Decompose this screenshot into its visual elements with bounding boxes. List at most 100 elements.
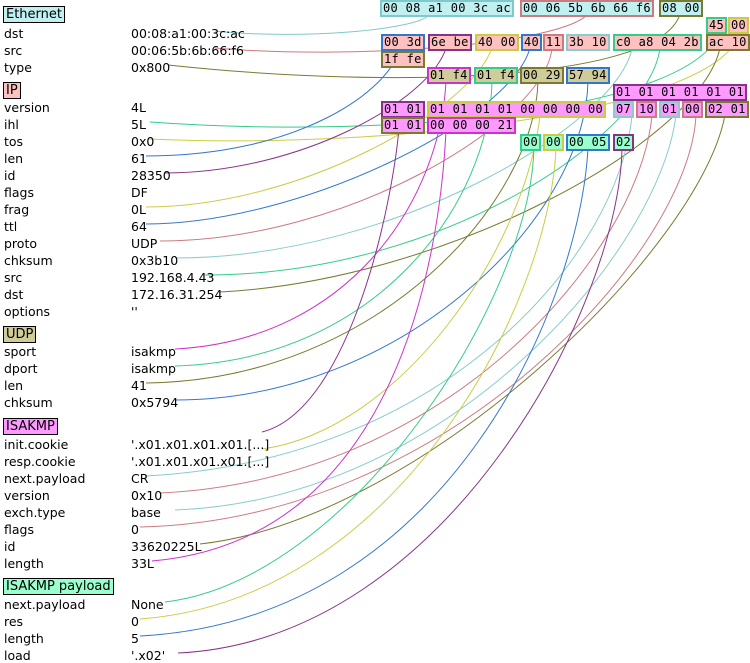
field-name: sport <box>4 344 37 359</box>
hex-byte-box[interactable]: 40 00 <box>475 34 519 51</box>
field-name: version <box>4 488 50 503</box>
field-value[interactable]: 33620225L <box>131 539 202 554</box>
layer-header[interactable]: ISAKMP <box>3 418 58 435</box>
field-value[interactable]: 64 <box>131 219 147 234</box>
field-value[interactable]: isakmp <box>131 361 176 376</box>
field-name: type <box>4 60 32 75</box>
field-value[interactable]: 61 <box>131 151 147 166</box>
hex-byte-box[interactable]: 00 06 5b 6b 66 f6 <box>520 0 654 17</box>
field-name: len <box>4 151 24 166</box>
field-name: tos <box>4 134 24 149</box>
field-value[interactable]: CR <box>131 471 149 486</box>
hex-byte-box[interactable]: 01 01 <box>381 117 425 134</box>
field-value[interactable]: '.x02' <box>131 648 166 663</box>
field-value[interactable]: 0 <box>131 522 139 537</box>
field-name: src <box>4 43 23 58</box>
field-value[interactable]: 33L <box>131 556 154 571</box>
hex-byte-box[interactable]: c0 a8 04 2b <box>613 34 702 51</box>
field-name: id <box>4 168 16 183</box>
hex-byte-box[interactable]: 00 05 <box>566 134 610 151</box>
hex-byte-box[interactable]: 07 <box>613 101 635 118</box>
field-value[interactable]: 5 <box>131 631 139 646</box>
hex-byte-box[interactable]: 00 00 00 21 <box>427 117 516 134</box>
hex-byte-box[interactable]: 57 94 <box>566 67 610 84</box>
hex-byte-box[interactable]: 00 08 a1 00 3c ac <box>380 0 514 17</box>
field-name: res <box>4 614 24 629</box>
field-name: next.payload <box>4 471 86 486</box>
hex-byte-box[interactable]: 01 01 01 01 00 00 00 00 <box>427 101 607 118</box>
hex-byte-box[interactable]: 01 <box>659 101 681 118</box>
field-name: length <box>4 631 44 646</box>
hex-byte-box[interactable]: ac 10 <box>706 34 750 51</box>
field-name: options <box>4 304 51 319</box>
hex-byte-box[interactable]: 08 00 <box>659 0 703 17</box>
field-name: load <box>4 648 31 663</box>
field-value[interactable]: 0L <box>131 202 146 217</box>
layer-header[interactable]: IP <box>3 82 21 99</box>
field-name: dport <box>4 361 38 376</box>
field-name: dst <box>4 26 24 41</box>
field-name: proto <box>4 236 37 251</box>
hex-byte-box[interactable]: 00 <box>543 134 565 151</box>
hex-byte-box[interactable]: 40 <box>521 34 543 51</box>
field-name: init.cookie <box>4 437 69 452</box>
hex-byte-box[interactable]: 1f fe <box>381 51 425 68</box>
field-value[interactable]: 192.168.4.43 <box>131 270 215 285</box>
field-name: exch.type <box>4 505 66 520</box>
field-value[interactable]: 5L <box>131 117 146 132</box>
hex-byte-box[interactable]: 00 <box>682 101 704 118</box>
hex-byte-box[interactable]: 02 01 <box>705 101 749 118</box>
hex-byte-box[interactable]: 01 f4 <box>474 67 518 84</box>
field-value[interactable]: 0x10 <box>131 488 163 503</box>
hex-byte-box[interactable]: 01 01 01 01 01 01 <box>613 84 747 101</box>
field-value[interactable]: '.x01.x01.x01.x01.[...] <box>131 437 270 452</box>
hex-byte-box[interactable]: 00 3d <box>381 34 425 51</box>
field-name: chksum <box>4 253 53 268</box>
field-name: ihl <box>4 117 19 132</box>
field-name: next.payload <box>4 597 86 612</box>
field-value[interactable]: 0 <box>131 614 139 629</box>
field-name: len <box>4 378 24 393</box>
hex-byte-box[interactable]: 6e be <box>428 34 472 51</box>
hex-byte-box[interactable]: 00 <box>520 134 542 151</box>
hex-byte-box[interactable]: 02 <box>613 134 635 151</box>
field-name: src <box>4 270 23 285</box>
field-value[interactable]: 0x0 <box>131 134 155 149</box>
field-value[interactable]: 00:06:5b:6b:66:f6 <box>131 43 244 58</box>
field-value[interactable]: DF <box>131 185 148 200</box>
field-value[interactable]: '.x01.x01.x01.x01.[...] <box>131 454 270 469</box>
hex-byte-box[interactable]: 11 <box>543 34 565 51</box>
hex-byte-box[interactable]: 3b 10 <box>566 34 610 51</box>
field-name: chksum <box>4 395 53 410</box>
field-value[interactable]: 28350 <box>131 168 171 183</box>
field-value[interactable]: '' <box>131 304 138 319</box>
field-name: version <box>4 100 50 115</box>
field-name: flags <box>4 522 34 537</box>
field-name: resp.cookie <box>4 454 76 469</box>
hex-byte-box[interactable]: 01 f4 <box>427 67 471 84</box>
hex-byte-box[interactable]: 01 01 <box>381 101 425 118</box>
field-value[interactable]: 0x5794 <box>131 395 179 410</box>
field-value[interactable]: base <box>131 505 161 520</box>
field-value[interactable]: 0x800 <box>131 60 171 75</box>
field-name: ttl <box>4 219 18 234</box>
field-value[interactable]: 0x3b10 <box>131 253 179 268</box>
field-name: dst <box>4 287 24 302</box>
hex-byte-box[interactable]: 00 29 <box>520 67 564 84</box>
field-value[interactable]: 41 <box>131 378 147 393</box>
field-value[interactable]: None <box>131 597 164 612</box>
hex-byte-box[interactable]: 10 <box>636 101 658 118</box>
layer-header[interactable]: ISAKMP payload <box>3 578 114 595</box>
field-name: id <box>4 539 16 554</box>
field-value[interactable]: 00:08:a1:00:3c:ac <box>131 26 245 41</box>
field-value[interactable]: 4L <box>131 100 146 115</box>
field-value[interactable]: isakmp <box>131 344 176 359</box>
field-name: length <box>4 556 44 571</box>
hex-byte-box[interactable]: 45 <box>706 17 728 34</box>
hex-byte-box[interactable]: 00 <box>728 17 750 34</box>
field-value[interactable]: UDP <box>131 236 158 251</box>
field-value[interactable]: 172.16.31.254 <box>131 287 223 302</box>
field-name: frag <box>4 202 30 217</box>
layer-header[interactable]: UDP <box>3 326 37 343</box>
layer-header[interactable]: Ethernet <box>3 6 65 23</box>
